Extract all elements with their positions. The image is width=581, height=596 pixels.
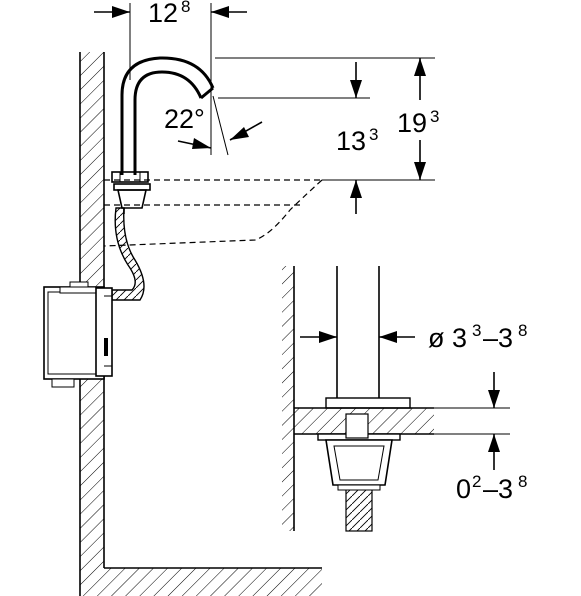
deck-thickness-sup1: 2 xyxy=(472,472,481,491)
spout-angle-value: 22° xyxy=(164,104,205,134)
flex-hose xyxy=(111,207,145,301)
control-box xyxy=(43,281,113,388)
floor-section xyxy=(104,567,322,596)
faucet-spout xyxy=(111,56,215,209)
dimension-spout-angle xyxy=(177,95,263,156)
spout-reach-sup: 8 xyxy=(181,0,190,16)
hole-diameter-prefix: ø 3 xyxy=(428,323,467,353)
outlet-height-sup: 3 xyxy=(369,125,378,144)
deck-thickness-sup2: 8 xyxy=(518,472,527,491)
detail-view xyxy=(282,266,510,532)
hole-diameter-sup2: 8 xyxy=(518,321,527,340)
deck-thickness-prefix: 0 xyxy=(456,474,471,504)
washbasin-outline xyxy=(103,179,323,247)
overall-height-sup: 3 xyxy=(430,107,439,126)
spout-reach-value: 12 xyxy=(148,0,178,28)
dimension-heights xyxy=(215,57,435,214)
outlet-height-value: 13 xyxy=(336,126,366,156)
hole-diameter-sup1: 3 xyxy=(472,321,481,340)
dimension-spout-reach xyxy=(94,3,247,96)
hole-diameter-mid: –3 xyxy=(483,323,513,353)
overall-height-value: 19 xyxy=(397,108,427,138)
deck-thickness-mid: –3 xyxy=(483,474,513,504)
